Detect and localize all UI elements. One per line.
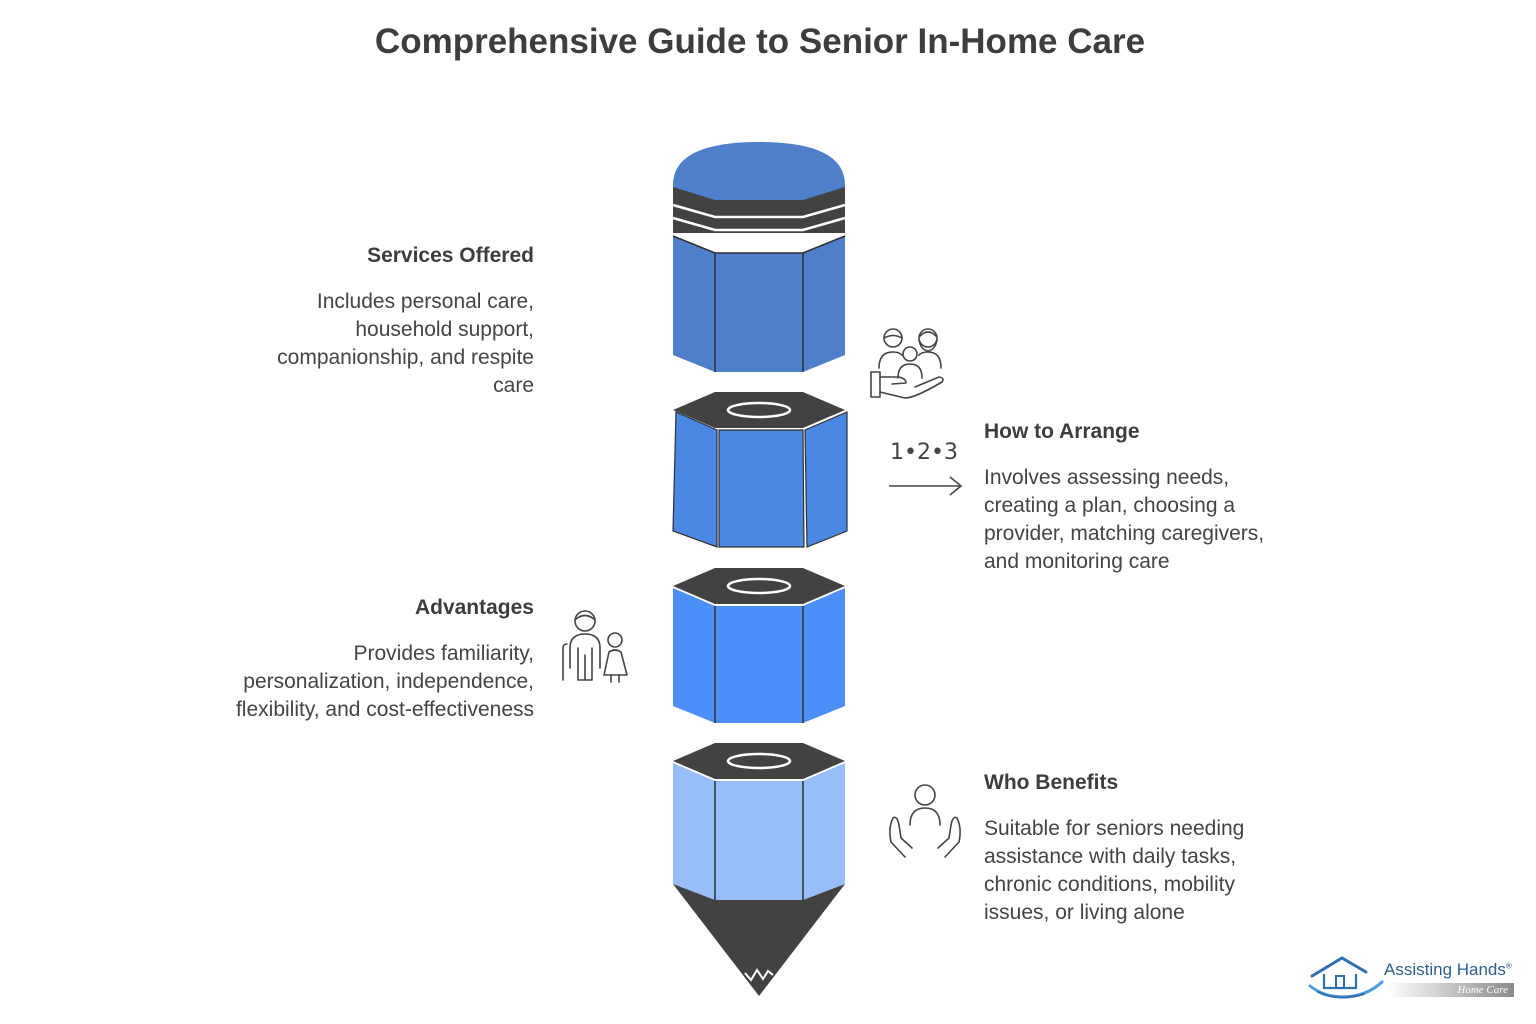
how-to-arrange-block: How to Arrange Involves assessing needs,… <box>984 420 1284 576</box>
how-to-arrange-text: Involves assessing needs, creating a pla… <box>984 466 1265 573</box>
steps-arrow-icon: 1•2•3 <box>889 440 963 496</box>
who-benefits-heading: Who Benefits <box>984 771 1119 794</box>
pencil-eraser-segment <box>672 142 846 372</box>
pencil-tip <box>673 884 845 996</box>
pencil-segment-3 <box>673 568 845 723</box>
house-hand-logo-icon <box>1308 956 1384 999</box>
advantages-text: Provides familiarity, personalization, i… <box>235 642 534 721</box>
family-care-hand-icon <box>870 328 944 399</box>
steps-label: 1•2•3 <box>890 440 958 465</box>
assisting-hands-logo: Assisting Hands® Home Care <box>1308 952 1518 1002</box>
advantages-heading: Advantages <box>414 596 534 619</box>
pencil-segment-4 <box>673 743 845 996</box>
pencil-segment-2 <box>672 392 848 548</box>
services-offered-text: Includes personal care, household suppor… <box>277 290 534 397</box>
who-benefits-text: Suitable for seniors needing assistance … <box>984 817 1245 924</box>
services-offered-block: Services Offered Includes personal care,… <box>234 244 534 400</box>
advantages-block: Advantages Provides familiarity, persona… <box>234 596 534 724</box>
who-benefits-block: Who Benefits Suitable for seniors needin… <box>984 771 1284 927</box>
person-supported-hands-icon <box>889 784 961 858</box>
senior-with-caregiver-icon <box>562 610 628 683</box>
services-offered-heading: Services Offered <box>367 244 534 267</box>
logo-name: Assisting Hands® <box>1384 960 1512 979</box>
logo-subtitle: Home Care <box>1388 983 1514 997</box>
page-title: Comprehensive Guide to Senior In-Home Ca… <box>374 22 1146 61</box>
how-to-arrange-heading: How to Arrange <box>984 420 1140 443</box>
